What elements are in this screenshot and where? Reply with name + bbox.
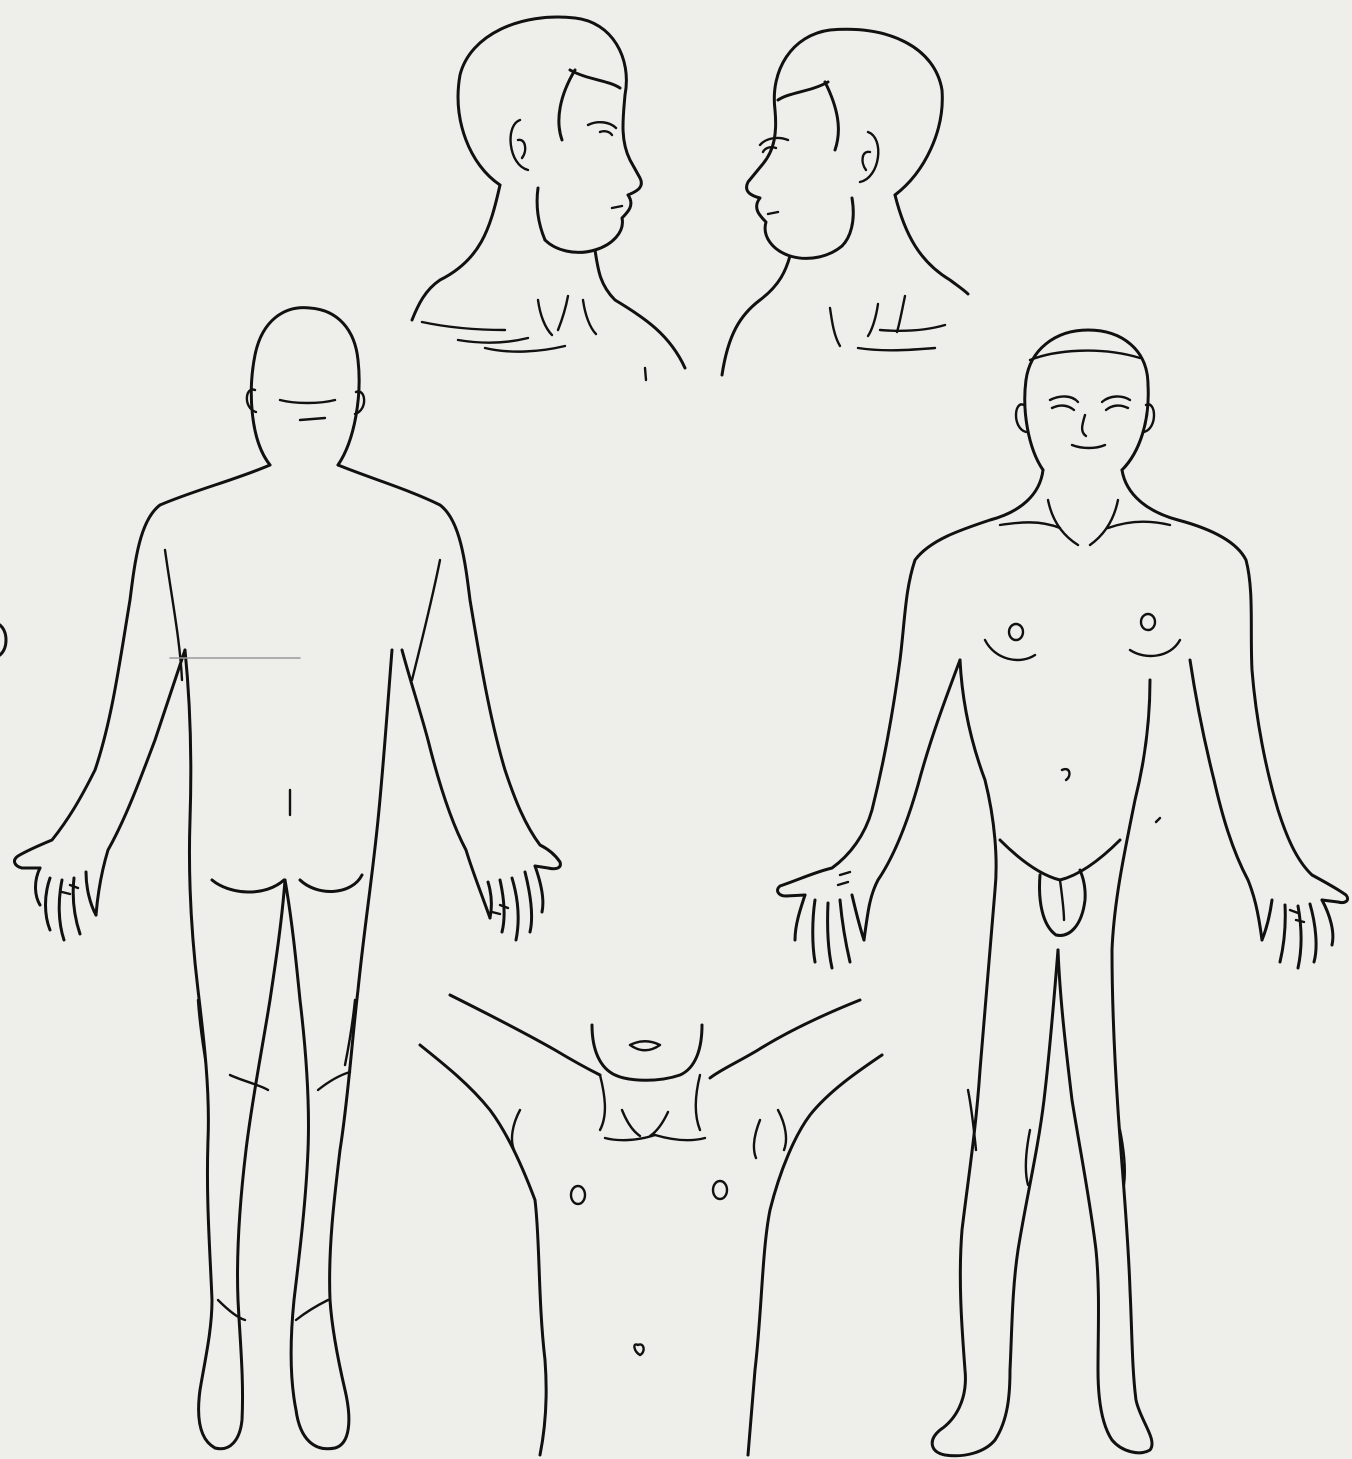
upper-torso-arms-raised-view bbox=[420, 995, 882, 1455]
head-profile-facing-right bbox=[412, 17, 685, 380]
edge-mark bbox=[0, 625, 6, 655]
body-posterior-view bbox=[15, 308, 561, 1449]
body-anterior-view bbox=[778, 330, 1348, 1456]
head-profile-facing-left bbox=[722, 29, 968, 375]
